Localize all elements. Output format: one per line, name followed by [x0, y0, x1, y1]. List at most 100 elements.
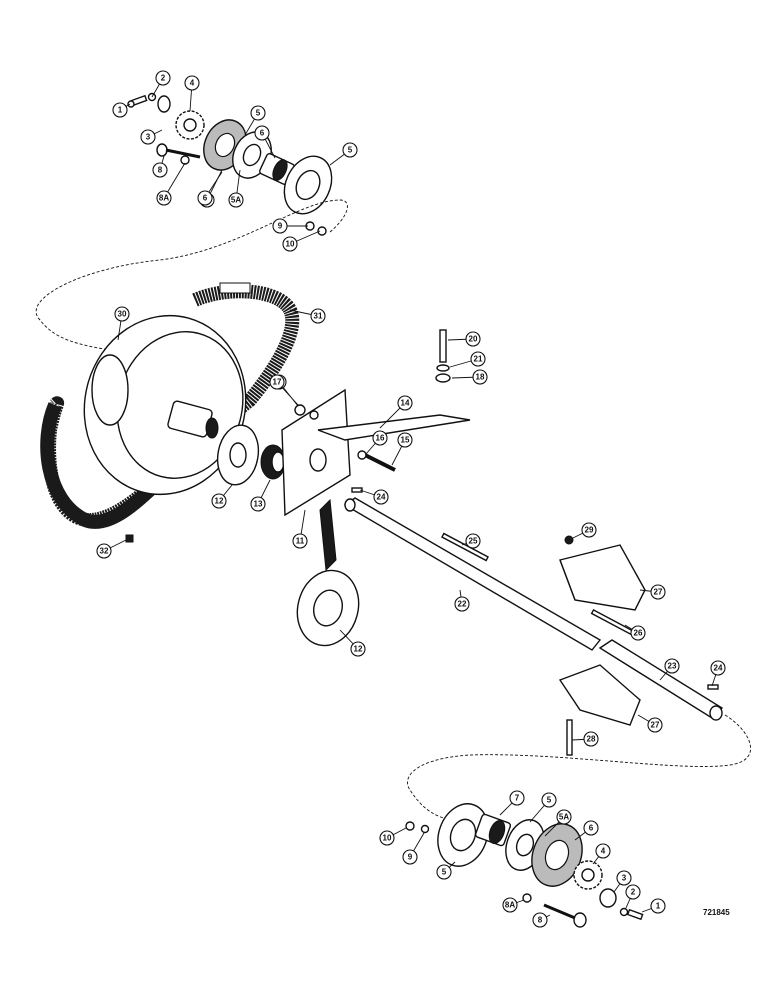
nut-part — [564, 535, 574, 545]
pin-part — [707, 684, 719, 690]
sprocket-part — [573, 860, 603, 890]
callout-label: 9 — [408, 853, 413, 862]
callout-11: 11 — [292, 509, 308, 549]
callout-label: 3 — [146, 133, 151, 142]
callout-label: 23 — [668, 662, 677, 671]
callout-circle — [282, 236, 298, 252]
callout-5: 5 — [244, 105, 266, 136]
callout-14: 14 — [379, 395, 413, 429]
callout-circle — [155, 70, 171, 86]
callout-label: 30 — [118, 310, 127, 319]
callout-label: 16 — [376, 434, 385, 443]
washer-part — [157, 95, 171, 113]
callout-label: 8 — [538, 916, 543, 925]
callout-label: 11 — [296, 537, 305, 546]
callout-circle — [556, 809, 572, 825]
callout-circle — [595, 843, 611, 859]
washer-part — [309, 410, 319, 420]
callout-circle — [372, 430, 388, 446]
connection-line — [35, 199, 348, 351]
callout-circle — [152, 162, 168, 178]
callout-circle — [647, 717, 663, 733]
callout-label: 31 — [314, 312, 323, 321]
callout-label: 4 — [190, 79, 195, 88]
callout-10: 10 — [379, 827, 407, 846]
washer-part — [436, 364, 450, 372]
bearing-part — [474, 813, 512, 847]
callout-2: 2 — [625, 884, 641, 909]
callout-6: 6 — [574, 820, 599, 841]
callout-8: 8 — [152, 155, 168, 178]
upper-sprocket-assembly — [127, 92, 333, 236]
callout-label: 6 — [260, 129, 265, 138]
callout-circle — [465, 331, 481, 347]
callout-circle — [625, 884, 641, 900]
callout-label: 28 — [587, 735, 596, 744]
callout-label: 17 — [273, 378, 282, 387]
callout-circle — [96, 543, 112, 559]
callout-5: 5 — [436, 861, 456, 880]
callout-label: 10 — [286, 240, 295, 249]
callout-circle — [630, 625, 646, 641]
callout-label: 27 — [654, 588, 663, 597]
callout-4: 4 — [184, 75, 200, 112]
mounting-plate-part — [281, 388, 351, 572]
callout-layer: 123455A67588A691030311920211817141615241… — [96, 70, 726, 928]
lock-nut-part — [125, 534, 134, 543]
callout-label: 1 — [118, 106, 123, 115]
flange-part — [283, 155, 333, 215]
callout-1: 1 — [112, 102, 131, 118]
callout-label: 2 — [161, 74, 166, 83]
callout-5a: 5A — [228, 169, 244, 208]
callout-29: 29 — [572, 522, 597, 539]
callout-circle — [228, 192, 244, 208]
callout-circle — [509, 790, 525, 806]
callout-circle — [470, 351, 486, 367]
nut-part — [180, 155, 190, 165]
callout-label: 18 — [476, 373, 485, 382]
callout-6: 6 — [254, 125, 276, 159]
pulley-part — [83, 314, 247, 496]
callout-7: 7 — [499, 790, 525, 816]
callout-12: 12 — [211, 484, 233, 509]
callout-circle — [373, 489, 389, 505]
callout-circle — [310, 308, 326, 324]
callout-label: 5 — [348, 146, 353, 155]
callout-label: 8 — [158, 166, 163, 175]
washer-part — [435, 373, 451, 383]
washer-part — [357, 450, 367, 460]
callout-circle — [616, 870, 632, 886]
bearing-block-part — [559, 544, 646, 611]
callout-label: 7 — [515, 794, 520, 803]
callout-label: 1 — [656, 902, 661, 911]
callout-circle — [112, 102, 128, 118]
key-part — [441, 532, 489, 562]
callout-circle — [402, 849, 418, 865]
callout-circle — [342, 142, 358, 158]
callout-22: 22 — [454, 589, 470, 612]
callout-label: 22 — [458, 600, 467, 609]
carriage-bolt-part — [156, 143, 201, 159]
callout-circle — [454, 596, 470, 612]
callout-label: 5A — [559, 813, 569, 822]
lower-sprocket-assembly — [405, 803, 644, 928]
bearing-block-part — [558, 664, 641, 726]
bearing-part — [260, 444, 286, 480]
callout-label: 29 — [585, 526, 594, 535]
nut-part — [294, 404, 306, 416]
callout-label: 12 — [215, 497, 224, 506]
sprocket-part — [175, 110, 205, 140]
flange-part — [437, 803, 489, 867]
callout-label: 2 — [631, 888, 636, 897]
callout-17: 17 — [269, 374, 300, 407]
callout-label: 24 — [377, 493, 386, 502]
callout-12: 12 — [339, 629, 366, 657]
callout-1: 1 — [641, 898, 666, 914]
callout-31: 31 — [289, 308, 326, 324]
callout-9: 9 — [272, 218, 308, 234]
nut-part — [317, 226, 327, 236]
callout-9: 9 — [402, 832, 425, 865]
callout-circle — [650, 584, 666, 600]
washer-part — [420, 824, 430, 834]
callout-label: 10 — [383, 834, 392, 843]
